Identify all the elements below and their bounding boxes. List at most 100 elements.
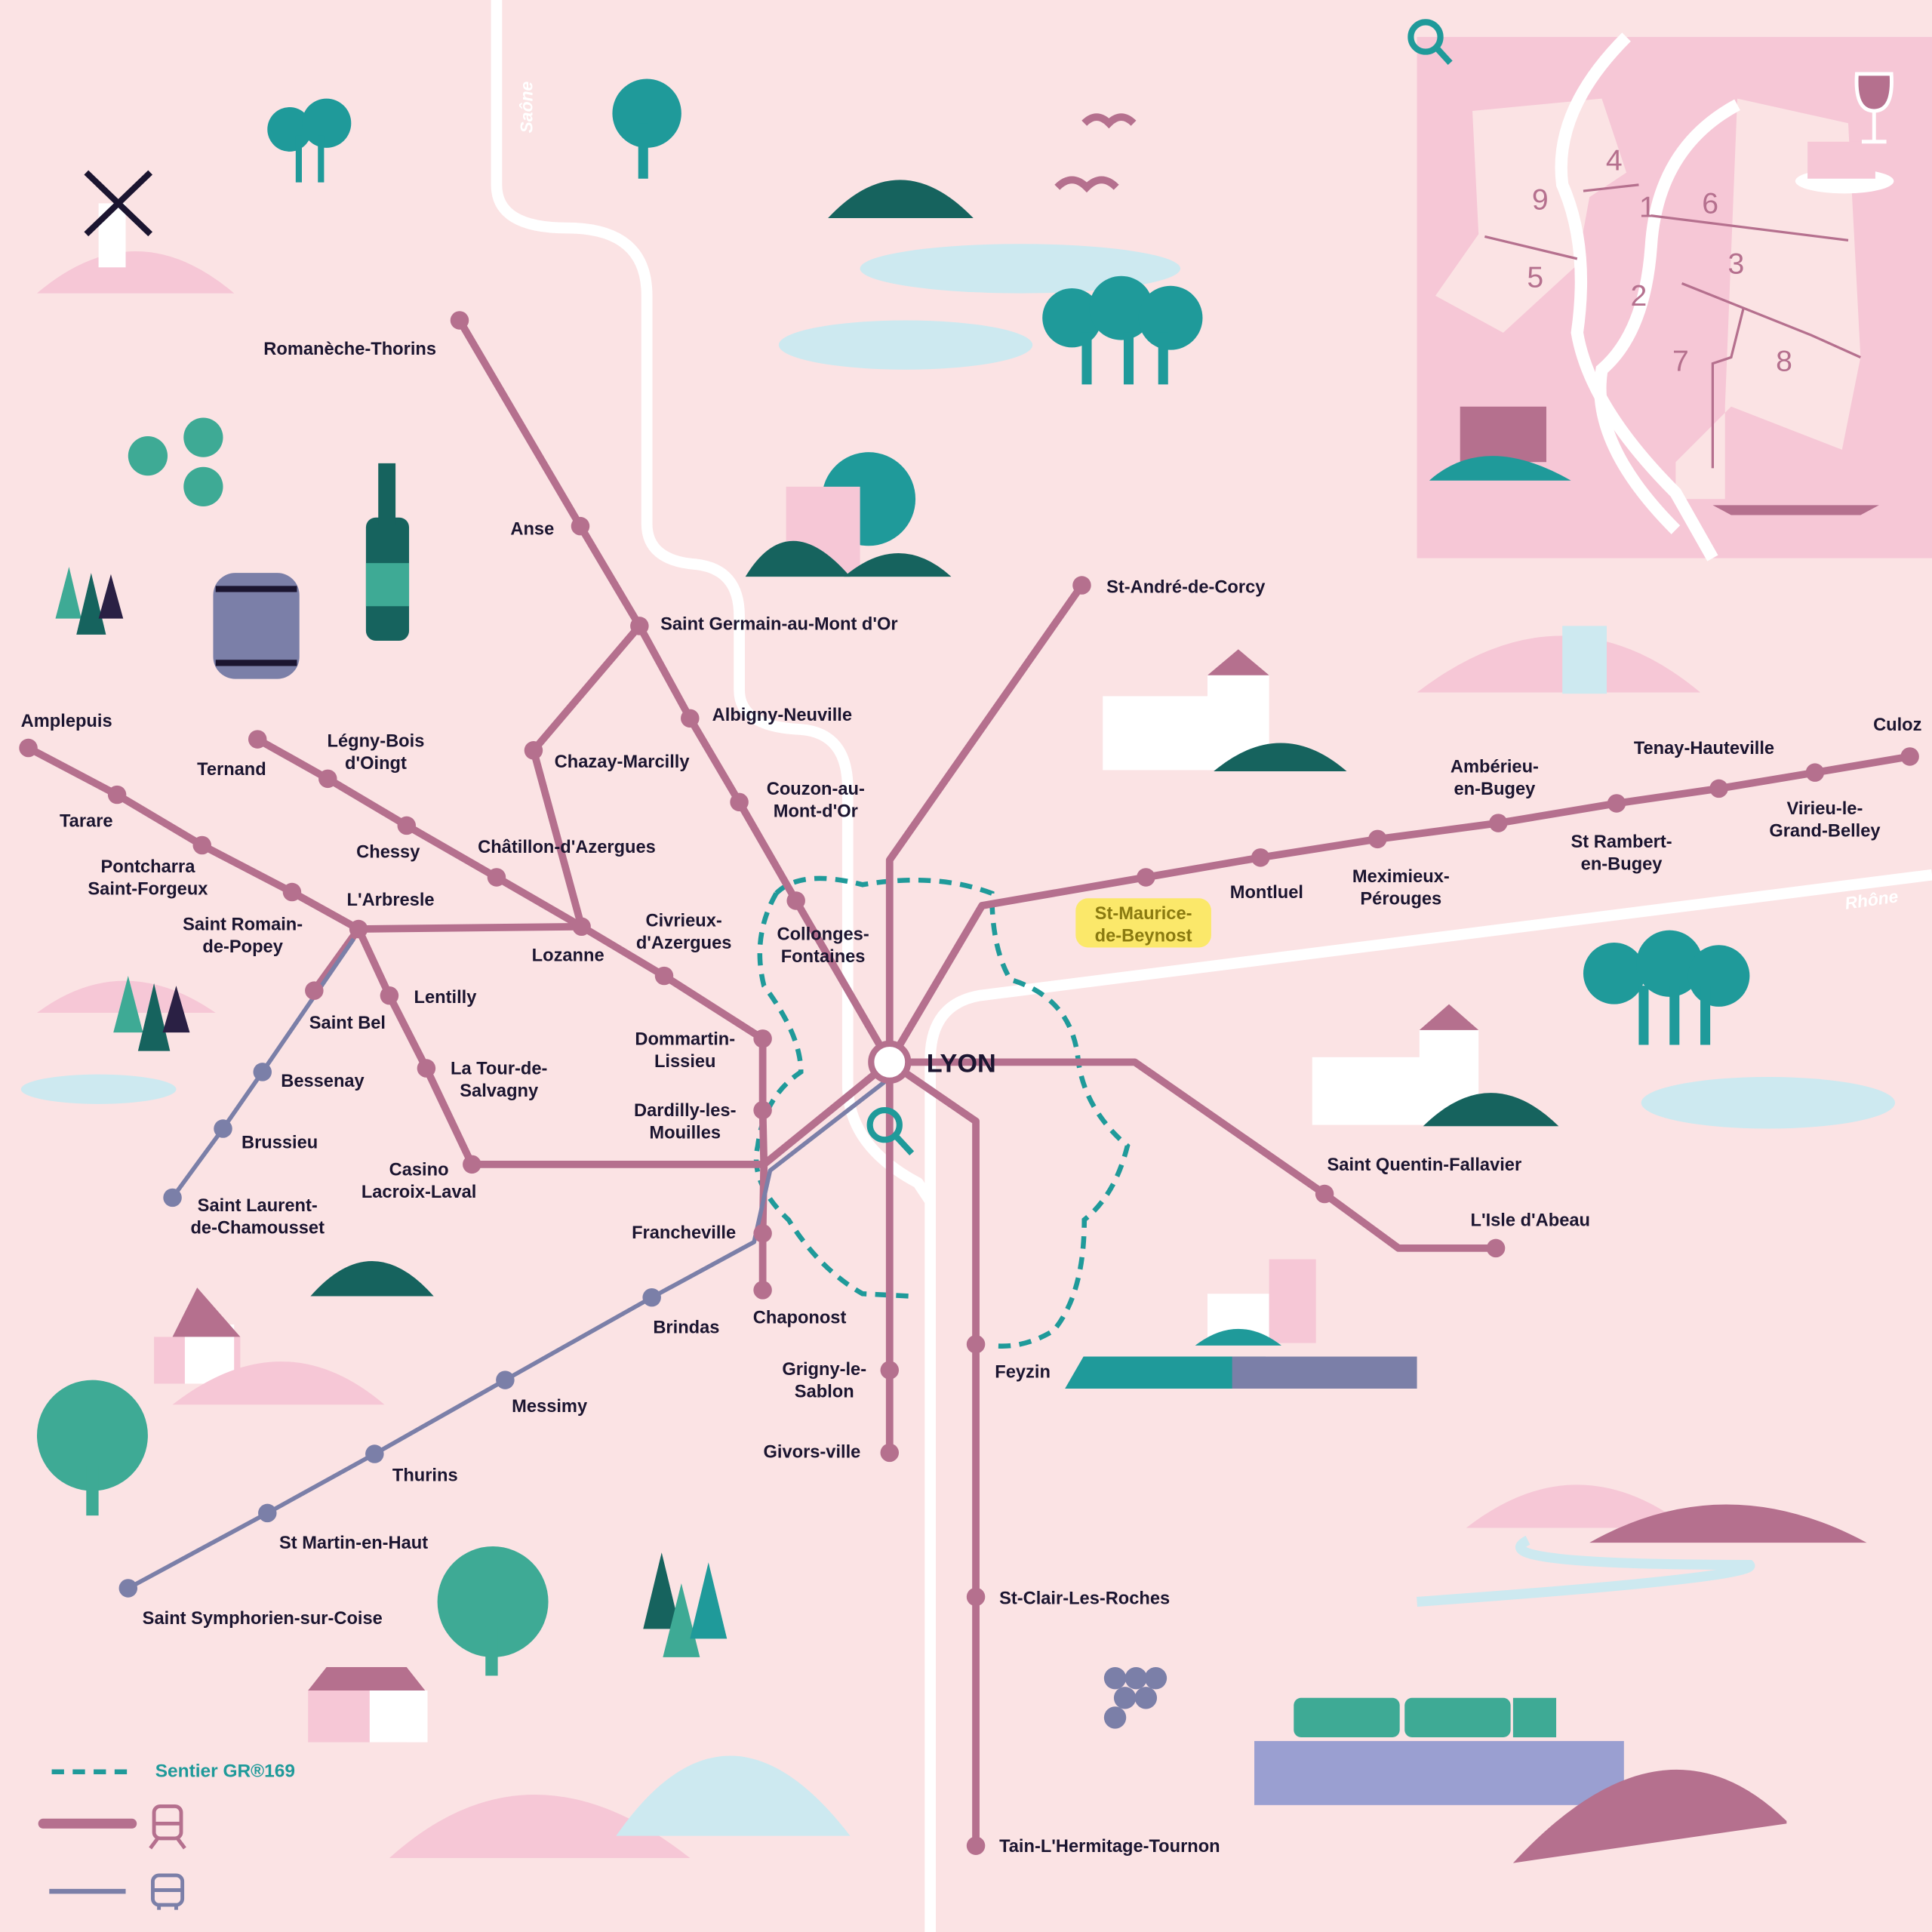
station-marker[interactable]	[642, 1287, 661, 1307]
station-romaneche[interactable]: Romanèche-Thorins	[263, 311, 469, 359]
station-culoz[interactable]: Culoz	[1873, 715, 1921, 766]
station-stromain[interactable]: Saint Romain-de-Popey	[183, 882, 303, 957]
station-feyzin[interactable]: Feyzin	[966, 1334, 1051, 1382]
search-icon[interactable]	[866, 1106, 915, 1155]
station-marker[interactable]	[1315, 1184, 1334, 1204]
station-chaponost[interactable]: Chaponost	[753, 1281, 847, 1327]
station-marker[interactable]	[966, 1836, 986, 1855]
station-marker[interactable]	[349, 919, 368, 939]
station-marker[interactable]	[753, 1224, 772, 1243]
station-dardilly[interactable]: Dardilly-les-Mouilles	[634, 1100, 772, 1143]
station-larbresle[interactable]: L'Arbresle	[347, 891, 435, 939]
station-chatillon[interactable]: Châtillon-d'Azergues	[478, 838, 656, 887]
station-marker[interactable]	[1072, 576, 1091, 595]
station-marker[interactable]	[654, 966, 674, 986]
station-tarare[interactable]: Tarare	[60, 785, 127, 832]
station-marker[interactable]	[571, 516, 590, 536]
station-dommartin[interactable]: Dommartin-Lissieu	[635, 1029, 772, 1072]
station-isle[interactable]: L'Isle d'Abeau	[1471, 1211, 1590, 1258]
station-marker[interactable]	[450, 311, 469, 330]
station-amberieu[interactable]: Ambérieu-en-Bugey	[1451, 758, 1539, 832]
station-stmartin[interactable]: St Martin-en-Haut	[258, 1503, 428, 1554]
station-marker[interactable]	[107, 785, 127, 804]
station-ternand[interactable]: Ternand	[197, 730, 267, 780]
station-thurins[interactable]: Thurins	[365, 1444, 458, 1485]
station-chessy[interactable]: Chessy	[356, 816, 420, 863]
station-marker[interactable]	[380, 986, 399, 1005]
station-marker[interactable]	[192, 835, 211, 855]
station-brussieu[interactable]: Brussieu	[214, 1119, 318, 1153]
station-marker[interactable]	[681, 709, 700, 728]
station-marker[interactable]	[572, 917, 591, 936]
station-albigny[interactable]: Albigny-Neuville	[681, 706, 852, 728]
station-tenay[interactable]: Tenay-Hauteville	[1634, 739, 1774, 798]
station-marker[interactable]	[753, 1100, 772, 1120]
station-marker[interactable]	[630, 617, 649, 635]
station-marker[interactable]	[397, 816, 417, 835]
station-marker[interactable]	[248, 730, 267, 749]
station-chazay[interactable]: Chazay-Marcilly	[524, 741, 691, 772]
station-anse[interactable]: Anse	[510, 516, 590, 540]
station-collonges[interactable]: Collonges-Fontaines	[777, 891, 869, 967]
station-meximieux[interactable]: Meximieux-Pérouges	[1352, 829, 1450, 909]
station-givors[interactable]: Givors-ville	[763, 1442, 900, 1463]
station-marker[interactable]	[318, 769, 337, 789]
station-bessenay[interactable]: Bessenay	[253, 1063, 365, 1091]
station-marker[interactable]	[163, 1188, 182, 1208]
station-brindas[interactable]: Brindas	[642, 1287, 719, 1338]
station-marker[interactable]	[258, 1503, 277, 1523]
station-amplepuis[interactable]: Amplepuis	[19, 712, 112, 758]
station-virieu[interactable]: Virieu-le-Grand-Belley	[1769, 763, 1881, 841]
station-marker[interactable]	[1709, 779, 1728, 798]
station-stclair[interactable]: St-Clair-Les-Roches	[966, 1587, 1170, 1609]
station-marker[interactable]	[1607, 794, 1626, 813]
station-marker[interactable]	[253, 1063, 272, 1081]
station-marker[interactable]	[524, 741, 543, 760]
station-lozanne[interactable]: Lozanne	[532, 917, 605, 966]
station-marker[interactable]	[19, 738, 38, 758]
station-tain[interactable]: Tain-L'Hermitage-Tournon	[966, 1836, 1220, 1857]
station-marker[interactable]	[282, 882, 302, 902]
search-icon[interactable]	[1407, 19, 1453, 66]
station-marker[interactable]	[305, 981, 324, 1000]
station-marker[interactable]	[417, 1059, 436, 1078]
station-stmaurice[interactable]: St-Maurice-de-Beynost	[1075, 868, 1211, 948]
station-francheville[interactable]: Francheville	[632, 1223, 772, 1243]
station-couzon[interactable]: Couzon-au-Mont-d'Or	[730, 780, 865, 821]
station-marker[interactable]	[1486, 1238, 1506, 1258]
station-marker[interactable]	[786, 891, 805, 910]
station-lentilly[interactable]: Lentilly	[380, 986, 478, 1008]
station-civrieux[interactable]: Civrieux-d'Azergues	[636, 912, 732, 986]
station-marker[interactable]	[214, 1119, 232, 1138]
station-messimy[interactable]: Messimy	[496, 1371, 588, 1417]
station-marker[interactable]	[880, 1443, 900, 1463]
station-marker[interactable]	[1805, 763, 1825, 782]
station-stbel[interactable]: Saint Bel	[305, 981, 386, 1033]
station-marker[interactable]	[365, 1444, 384, 1463]
station-marker[interactable]	[966, 1334, 986, 1354]
station-stquentin[interactable]: Saint Quentin-Fallavier	[1315, 1155, 1521, 1204]
station-latour[interactable]: La Tour-de-Salvagny	[417, 1059, 548, 1101]
station-marker[interactable]	[1251, 848, 1270, 867]
station-montluel[interactable]: Montluel	[1230, 848, 1303, 903]
station-marker[interactable]	[496, 1371, 515, 1389]
station-stsymphorien[interactable]: Saint Symphorien-sur-Coise	[118, 1579, 383, 1629]
station-stlaurent[interactable]: Saint Laurent-de-Chamousset	[163, 1188, 325, 1238]
station-marker[interactable]	[880, 1361, 900, 1380]
station-standre[interactable]: St-André-de-Corcy	[1072, 576, 1266, 597]
station-marker[interactable]	[1489, 814, 1508, 832]
station-marker[interactable]	[1368, 829, 1387, 849]
station-marker[interactable]	[463, 1155, 481, 1174]
lyon-station-marker[interactable]	[868, 1040, 912, 1084]
station-marker[interactable]	[1900, 747, 1919, 766]
station-marker[interactable]	[753, 1281, 772, 1300]
station-marker[interactable]	[118, 1579, 138, 1598]
station-marker[interactable]	[1137, 868, 1155, 887]
station-marker[interactable]	[966, 1587, 986, 1607]
station-stgermain[interactable]: Saint Germain-au-Mont d'Or	[630, 614, 898, 635]
station-marker[interactable]	[730, 792, 749, 812]
station-marker[interactable]	[487, 868, 506, 887]
